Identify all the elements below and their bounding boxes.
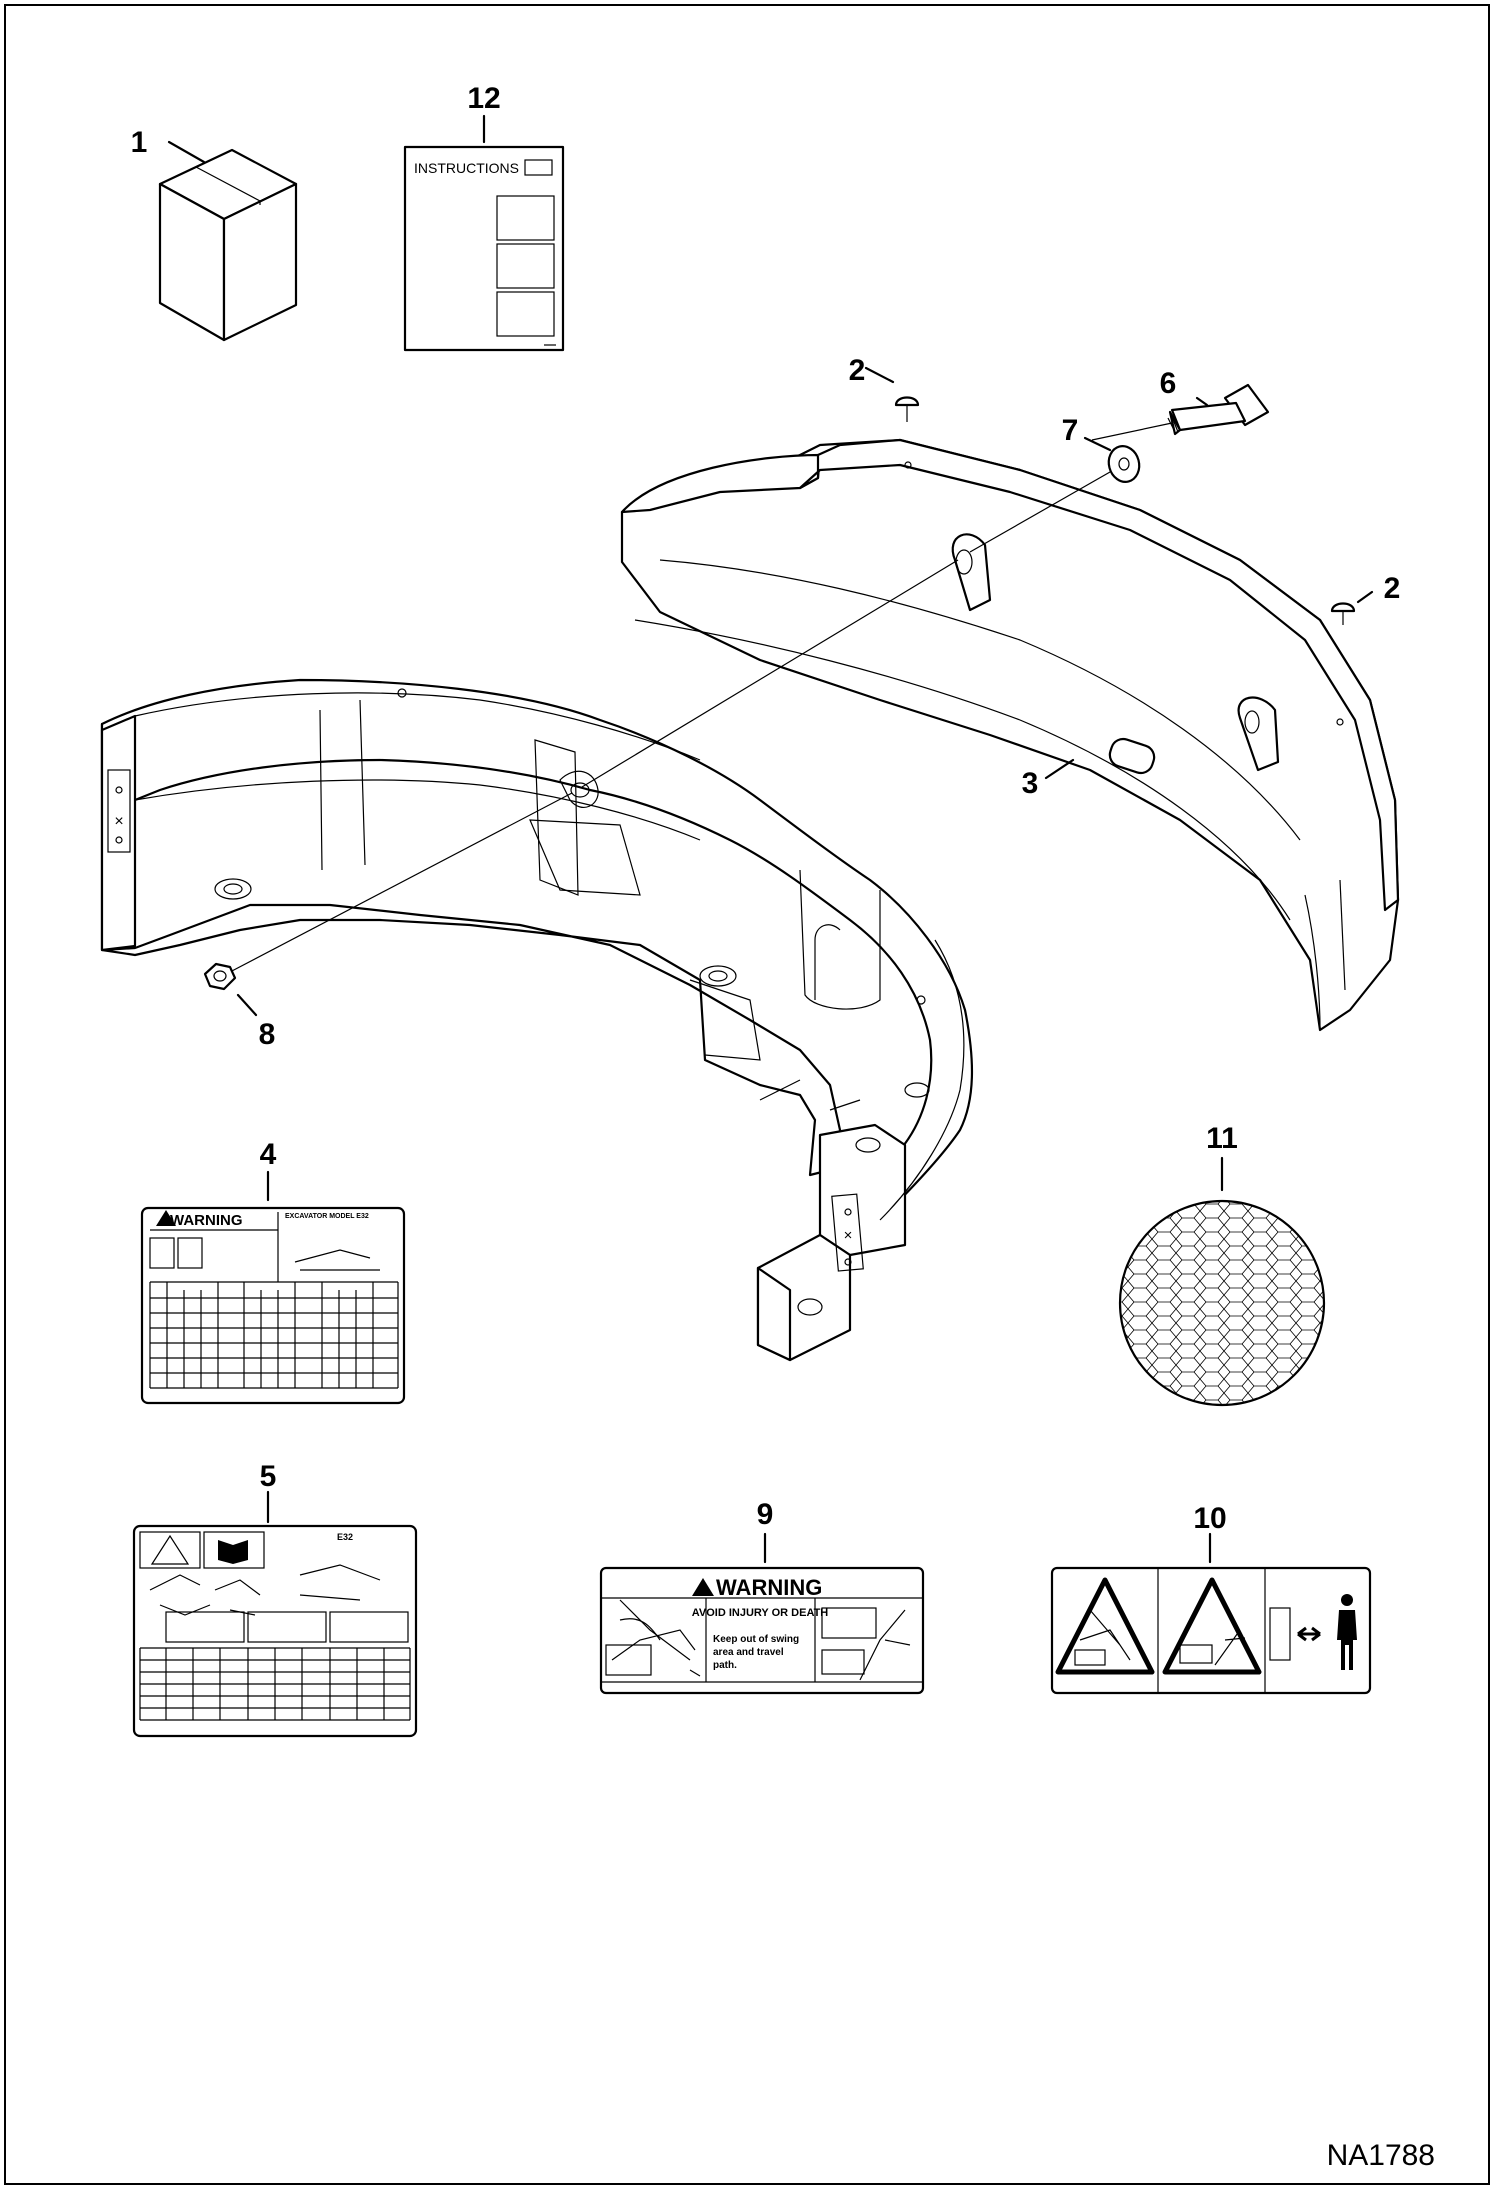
bolt-part: [1167, 383, 1270, 436]
decal-swing-pictorial: [1050, 1566, 1372, 1695]
page-frame: [4, 4, 1490, 2185]
callout-3: 3: [1022, 767, 1039, 800]
decal-9-instruction-3: path.: [713, 1660, 737, 1671]
decal-swing-warning: WARNING AVOID INJURY OR DEATH Keep out o…: [599, 1566, 925, 1695]
callout-12: 12: [467, 82, 500, 115]
instruction-manual: INSTRUCTIONS: [403, 145, 565, 352]
decal-9-instruction-1: Keep out of swing: [713, 1634, 799, 1645]
reflective-disc: [1118, 1199, 1326, 1407]
decal-9-hazard: AVOID INJURY OR DEATH: [692, 1607, 829, 1619]
nut-part: [203, 962, 237, 991]
svg-text:×: ×: [844, 1227, 853, 1244]
callout-11: 11: [1206, 1122, 1238, 1155]
counterweight-outer: [620, 438, 1400, 1032]
callout-8: 8: [259, 1018, 276, 1051]
callout-5: 5: [260, 1460, 277, 1493]
callout-4: 4: [260, 1138, 277, 1171]
callout-2-right: 2: [1384, 572, 1401, 605]
washer-part: [1107, 445, 1141, 483]
svg-text:×: ×: [114, 813, 123, 830]
decal-4-heading: EXCAVATOR MODEL E32: [285, 1213, 369, 1220]
plug-part-top: [894, 396, 920, 422]
callout-1: 1: [131, 126, 148, 159]
manual-title: INSTRUCTIONS: [414, 160, 519, 176]
decal-5-model: E32: [337, 1532, 353, 1542]
callout-6: 6: [1160, 367, 1177, 400]
callout-7: 7: [1062, 414, 1079, 447]
callout-10: 10: [1193, 1502, 1226, 1535]
drawing-reference: NA1788: [1327, 2139, 1435, 2172]
callout-9: 9: [757, 1498, 774, 1531]
decal-9-warning: WARNING: [716, 1575, 822, 1600]
plug-part-right: [1330, 602, 1356, 625]
decal-lift-capacity: WARNING EXCAVATOR MODEL E32: [140, 1206, 406, 1405]
callout-2-top: 2: [849, 354, 866, 387]
decal-4-warning: WARNING: [170, 1212, 243, 1229]
box-part: [158, 148, 298, 342]
counterweight-inner: × ×: [100, 678, 974, 1362]
decal-9-instruction-2: area and travel: [713, 1647, 784, 1658]
decal-capacity-chart: E32: [132, 1524, 418, 1738]
